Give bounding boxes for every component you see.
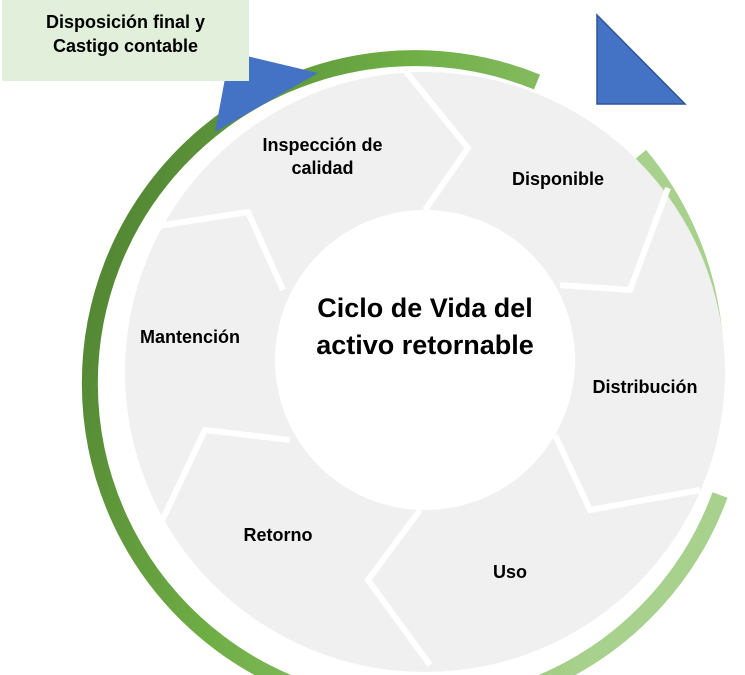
- corner-triangle: [596, 13, 687, 105]
- stage-label-distribucion: Distribución: [592, 377, 698, 397]
- separator-right: [552, 433, 701, 514]
- separator-bottom-left: [157, 426, 291, 527]
- stage-label-retorno: Retorno: [243, 525, 313, 545]
- callout-text: Disposición final y Castigo contable: [45, 12, 206, 56]
- center-title: Ciclo de Vida del activo retornable: [316, 293, 534, 360]
- separator-bottom-right: [364, 508, 433, 667]
- callout-box: Disposición final y Castigo contable: [2, 0, 249, 81]
- segment-separators: [144, 66, 701, 667]
- separator-top: [400, 66, 472, 212]
- stage-label-uso: Uso: [492, 562, 527, 582]
- stage-label-mantencion: Mantención: [139, 327, 240, 347]
- center-hub: [275, 210, 575, 510]
- separator-left: [144, 208, 286, 292]
- stage-label-disponible: Disponible: [511, 169, 604, 189]
- separator-top-right: [559, 186, 671, 294]
- stage-label-inspeccion: Inspección de calidad: [262, 135, 383, 178]
